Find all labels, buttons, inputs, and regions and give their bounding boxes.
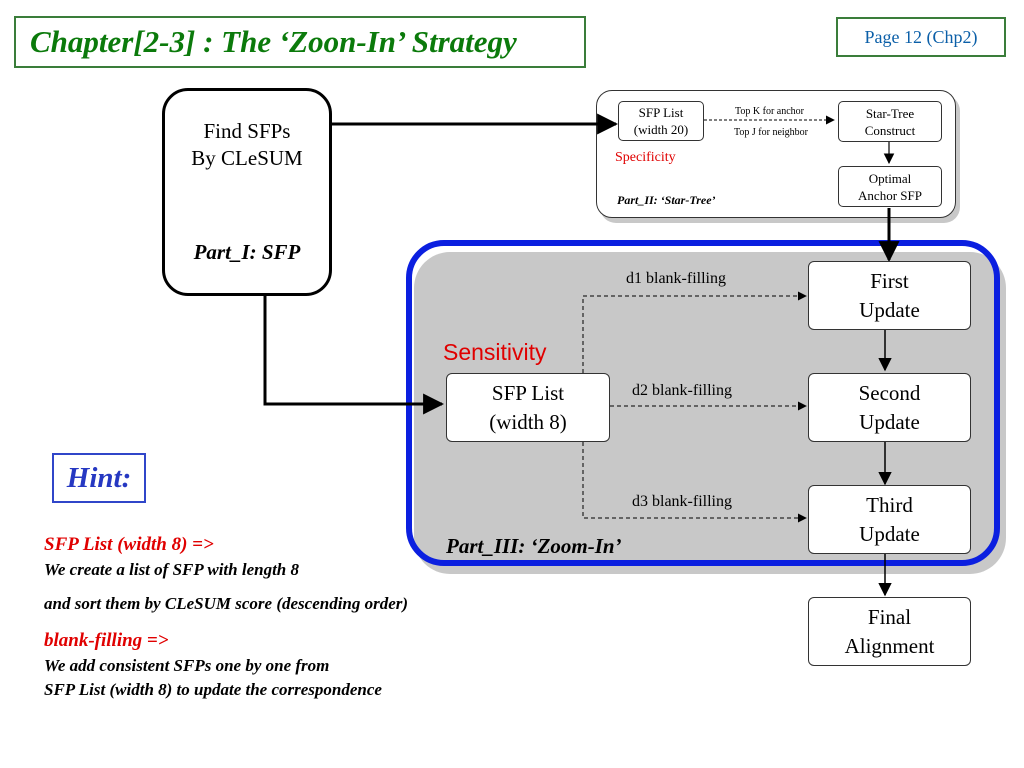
top-j-label: Top J for neighbor	[734, 127, 809, 138]
sfp-list-width8-box: SFP List (width 8)	[446, 373, 610, 442]
second-line2: Update	[859, 409, 920, 434]
sfp8-line1: SFP List	[491, 380, 565, 405]
final-line2: Alignment	[844, 633, 935, 658]
star-tree-construct-box: Star-Tree Construct	[838, 101, 942, 142]
sensitivity-label: Sensitivity	[443, 339, 547, 365]
part1-line1: Find SFPs	[203, 119, 291, 143]
part2-label: Part_II: ‘Star-Tree’	[617, 193, 716, 207]
first-line1: First	[870, 268, 909, 293]
part1-line2: By CLeSUM	[191, 146, 303, 170]
part1-text: Find SFPs By CLeSUM	[162, 118, 332, 172]
final-line1: Final	[867, 604, 912, 629]
specificity-label: Specificity	[615, 150, 676, 165]
d3-label: d3 blank-filling	[632, 493, 732, 510]
optimal-anchor-box: Optimal Anchor SFP	[838, 166, 942, 207]
note-line-2: and sort them by CLeSUM score (descendin…	[44, 594, 409, 613]
sfp20-line1: SFP List	[638, 105, 684, 120]
dash-trunk-down	[582, 442, 807, 523]
note-line-1: We create a list of SFP with length 8	[44, 560, 300, 579]
dash-trunk-up	[582, 291, 807, 373]
arrow-part1-to-sfp8	[263, 296, 445, 415]
note-heading-sfp-list: SFP List (width 8) =>	[44, 534, 214, 555]
note-heading-blank-filling: blank-filling =>	[44, 630, 169, 651]
final-alignment-box: Final Alignment	[808, 597, 971, 666]
page-number: Page 12 (Chp2)	[836, 17, 1006, 57]
first-update-box: First Update	[808, 261, 971, 330]
note-line-3: We add consistent SFPs one by one from	[44, 656, 330, 675]
part3-label: Part_III: ‘Zoom-In’	[446, 534, 622, 558]
sfp20-line2: (width 20)	[633, 122, 689, 137]
third-update-box: Third Update	[808, 485, 971, 554]
sfp-list-width20-box: SFP List (width 20)	[618, 101, 704, 141]
page-title: Chapter[2-3] : The ‘Zoon-In’ Strategy	[14, 16, 586, 68]
second-line1: Second	[858, 380, 921, 405]
third-line1: Third	[866, 492, 913, 517]
part1-label: Part_I: SFP	[193, 240, 301, 264]
notes-block: SFP List (width 8) => We create a list o…	[44, 532, 604, 702]
first-line2: Update	[859, 297, 920, 322]
third-line2: Update	[859, 521, 920, 546]
startree-line1: Star-Tree	[865, 105, 915, 121]
second-update-box: Second Update	[808, 373, 971, 442]
anchor-line1: Optimal	[868, 170, 912, 186]
d1-label: d1 blank-filling	[626, 270, 726, 287]
startree-line2: Construct	[864, 122, 916, 138]
part1-box	[162, 88, 332, 296]
top-k-label: Top K for anchor	[735, 106, 804, 117]
anchor-line2: Anchor SFP	[858, 187, 922, 203]
d2-label: d2 blank-filling	[632, 382, 732, 399]
note-line-4: SFP List (width 8) to update the corresp…	[44, 680, 382, 699]
sfp8-line2: (width 8)	[489, 409, 567, 434]
hint-label: Hint:	[52, 453, 146, 503]
